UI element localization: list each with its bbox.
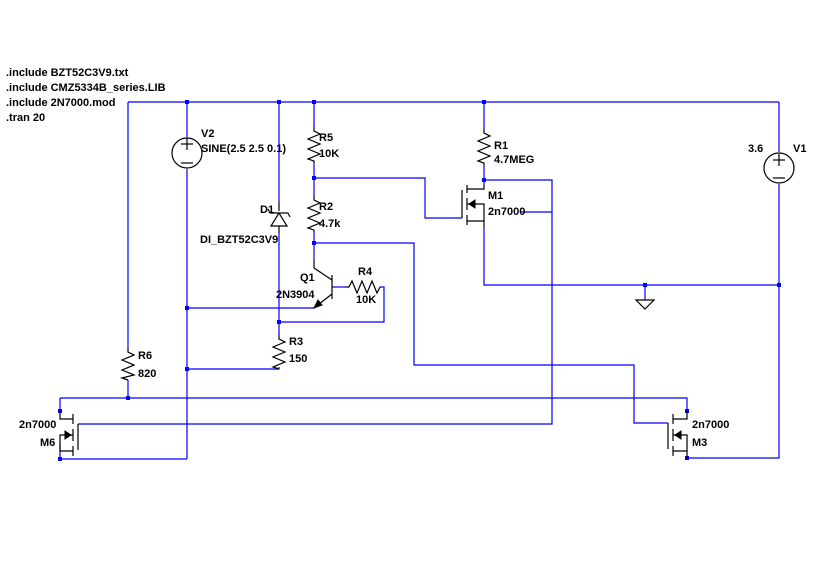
- r2-ref: R2: [319, 201, 333, 213]
- r2-value: 4.7k: [319, 218, 341, 230]
- directive-include-bzt: .include BZT52C3V9.txt: [6, 67, 129, 79]
- d1-value: DI_BZT52C3V9: [200, 234, 278, 246]
- voltage-source-v2[interactable]: V2 SINE(2.5 2.5 0.1): [171, 128, 286, 169]
- resistor-r6[interactable]: R6 820: [119, 348, 156, 381]
- r3-ref: R3: [289, 336, 303, 348]
- m3-value: 2n7000: [692, 419, 729, 431]
- voltage-source-v1[interactable]: V1 3.6: [748, 143, 806, 184]
- resistor-r3[interactable]: R3 150: [271, 335, 307, 370]
- m6-value: 2n7000: [19, 419, 56, 431]
- r4-value: 10K: [356, 294, 376, 306]
- ground-symbol: [634, 299, 656, 310]
- m1-value: 2n7000: [488, 206, 525, 218]
- r1-ref: R1: [494, 140, 508, 152]
- r5-value: 10K: [319, 148, 339, 160]
- m1-ref: M1: [488, 190, 503, 202]
- v1-value: 3.6: [748, 143, 763, 155]
- directive-include-cmz: .include CMZ5334B_series.LIB: [6, 82, 166, 94]
- resistor-r2[interactable]: R2 4.7k: [306, 196, 341, 232]
- mosfet-m1[interactable]: M1 2n7000: [461, 185, 525, 228]
- q1-value: 2N3904: [276, 289, 315, 301]
- wires: [59, 101, 780, 460]
- v1-ref: V1: [793, 143, 806, 155]
- d1-ref: D1: [260, 204, 274, 216]
- directive-include-2n7000: .include 2N7000.mod: [6, 97, 115, 109]
- v2-ref: V2: [201, 128, 214, 140]
- r6-ref: R6: [138, 350, 152, 362]
- junctions: [58, 100, 781, 461]
- r5-ref: R5: [319, 132, 333, 144]
- r4-ref: R4: [358, 266, 373, 278]
- m6-ref: M6: [40, 437, 55, 449]
- resistor-r4[interactable]: R4 10K: [345, 266, 381, 306]
- zener-diode-d1[interactable]: D1 DI_BZT52C3V9: [200, 203, 291, 246]
- resistor-r1[interactable]: R1 4.7MEG: [476, 129, 534, 166]
- r1-value: 4.7MEG: [494, 154, 534, 166]
- q1-ref: Q1: [300, 272, 315, 284]
- directive-tran: .tran 20: [6, 112, 45, 124]
- transistor-q1[interactable]: Q1 2N3904: [276, 260, 333, 309]
- m3-ref: M3: [692, 437, 707, 449]
- spice-directives: .include BZT52C3V9.txt .include CMZ5334B…: [6, 67, 166, 124]
- r6-value: 820: [138, 368, 156, 380]
- mosfet-m6[interactable]: 2n7000 M6: [19, 411, 79, 456]
- v2-value: SINE(2.5 2.5 0.1): [201, 143, 286, 155]
- r3-value: 150: [289, 353, 307, 365]
- mosfet-m3[interactable]: 2n7000 M3: [667, 411, 729, 458]
- resistor-r5[interactable]: R5 10K: [306, 127, 339, 163]
